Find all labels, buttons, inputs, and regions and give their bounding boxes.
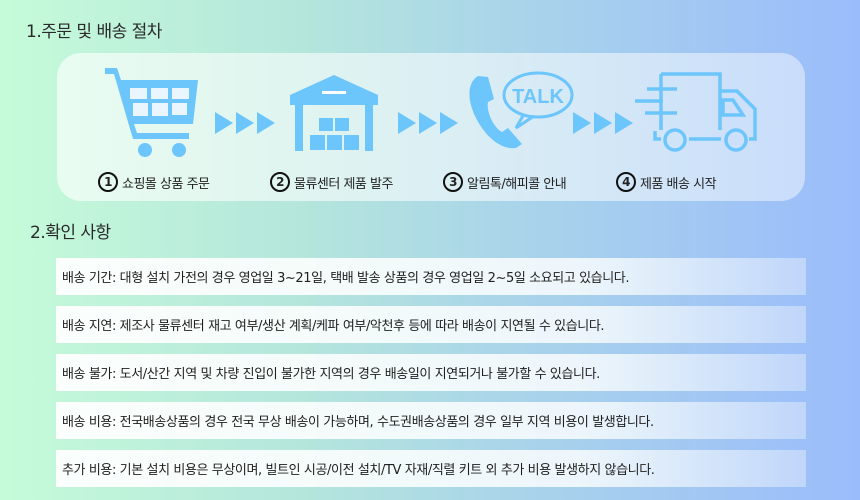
arrows-icon (573, 112, 633, 134)
step-label: 쇼핑몰 상품 주문 (122, 176, 210, 192)
note-row: 배송 불가: 도서/산간 지역 및 차량 진입이 불가한 지역의 경우 배송일이… (56, 354, 806, 391)
step-label: 제품 배송 시작 (640, 176, 717, 192)
shopping-cart-icon (105, 68, 198, 157)
talk-text: TALK (512, 86, 564, 108)
note-row: 배송 비용: 전국배송상품의 경우 전국 무상 배송이 가능하며, 수도권배송상… (56, 402, 806, 439)
process-panel (57, 53, 805, 201)
step-label: 알림톡/해피콜 안내 (467, 176, 567, 192)
phone-talk-icon: TALK (469, 71, 574, 149)
note-row: 배송 기간: 대형 설치 가전의 경우 영업일 3~21일, 택배 발송 상품의… (56, 258, 806, 295)
arrows-icon (215, 112, 275, 134)
arrows-icon (398, 112, 458, 134)
step-number: 4 (616, 172, 636, 192)
section-title-notes: 2.확인 사항 (30, 223, 111, 243)
warehouse-icon (290, 75, 378, 151)
step-number: 3 (443, 172, 463, 192)
step-number: 2 (270, 172, 290, 192)
note-row: 배송 지연: 제조사 물류센터 재고 여부/생산 계획/케파 여부/악천후 등에… (56, 306, 806, 343)
section-title-process: 1.주문 및 배송 절차 (26, 22, 162, 42)
step-label: 물류센터 제품 발주 (294, 176, 393, 192)
delivery-truck-icon (635, 72, 757, 152)
note-row: 추가 비용: 기본 설치 비용은 무상이며, 빌트인 시공/이전 설치/TV 자… (56, 450, 806, 487)
step-number: 1 (98, 172, 118, 192)
